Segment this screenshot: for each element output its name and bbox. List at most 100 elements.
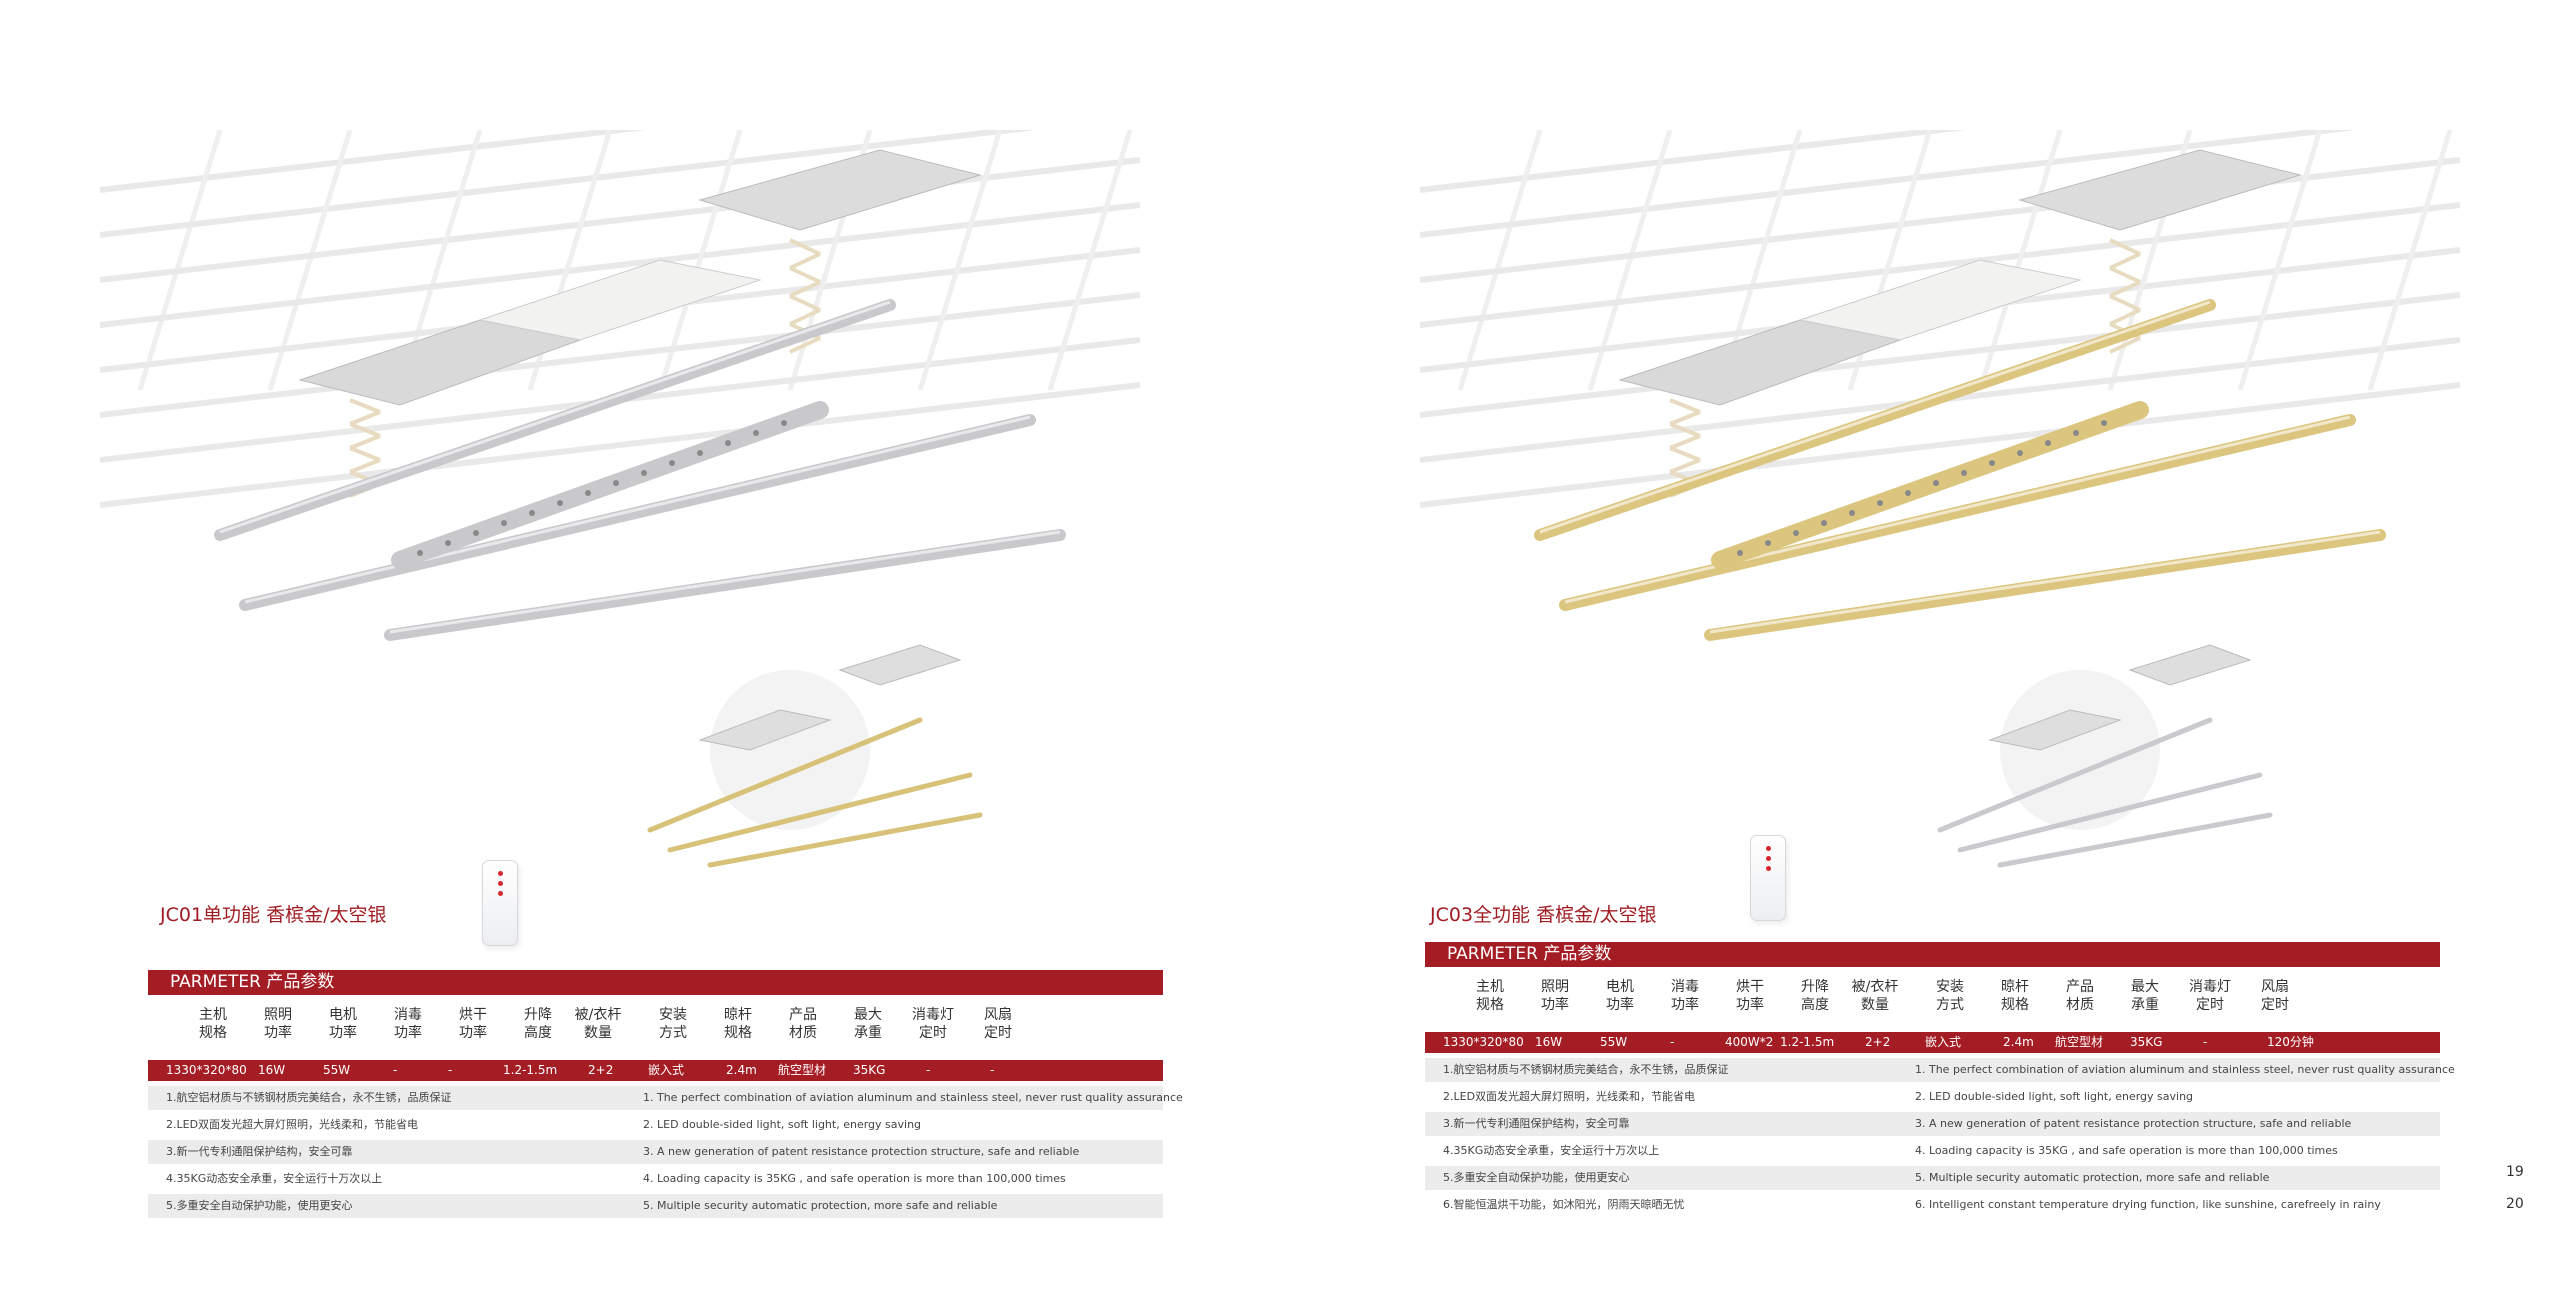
product-photo-main: [100, 130, 1140, 650]
parameter-header: 烘干 功率: [1736, 979, 1764, 1013]
feature-text-en: 1. The perfect combination of aviation a…: [643, 1091, 1183, 1104]
parameter-header: 消毒灯 定时: [2189, 979, 2231, 1013]
page-right: JC03全功能 香槟金/太空银 PARMETER 产品参数 主机 规格 照明 功率…: [1280, 0, 2560, 1296]
feature-text-zh: 5.多重安全自动保护功能，使用更安心: [166, 1199, 353, 1212]
feature-text-en: 3. A new generation of patent resistance…: [643, 1145, 1080, 1158]
feature-text-en: 2. LED double-sided light, soft light, e…: [643, 1118, 922, 1131]
parameter-headers: 主机 规格 照明 功率 电机 功率 消毒 功率 烘干 功率 升降 高度被/衣杆 数量 安装 …: [1425, 978, 2440, 1018]
feature-row: 4.35KG动态安全承重，安全运行十万次以上 4. Loading capacit…: [1425, 1139, 2440, 1163]
parameter-header: 最大 承重: [854, 1007, 882, 1041]
feature-text-en: 4. Loading capacity is 35KG , and safe o…: [643, 1172, 1066, 1185]
feature-text-en: 6. Intelligent constant temperature dryi…: [1915, 1198, 2381, 1211]
product-photo-inset: [630, 640, 1010, 870]
parameter-value: 55W: [323, 1063, 351, 1077]
parameter-header: 照明 功率: [1541, 979, 1569, 1013]
parameter-value: 16W: [1535, 1035, 1563, 1049]
feature-text-en: 5. Multiple security automatic protectio…: [1915, 1171, 2270, 1184]
parameter-header: 电机 功率: [1606, 979, 1634, 1013]
parameter-values: 1330*320*80 16W 55W - 400W*2 1.2-1.5m 2+2 嵌入式 2.…: [1425, 1032, 2440, 1053]
parameter-value: -: [2203, 1035, 2208, 1049]
parameter-header: 烘干 功率: [459, 1007, 487, 1041]
feature-text-zh: 4.35KG动态安全承重，安全运行十万次以上: [1443, 1144, 1660, 1157]
parameter-header: 安装 方式: [659, 1007, 687, 1041]
parameter-value: 2.4m: [726, 1063, 757, 1077]
feature-text-en: 1. The perfect combination of aviation a…: [1915, 1063, 2455, 1076]
parameter-value: 航空型材: [2055, 1035, 2104, 1049]
parameter-header: 最大 承重: [2131, 979, 2159, 1013]
parameter-value: -: [448, 1063, 453, 1077]
feature-text-zh: 6.智能恒温烘干功能，如沐阳光，阴雨天晾晒无忧: [1443, 1198, 1685, 1211]
parameter-header: 被/衣杆 数量: [574, 1007, 622, 1041]
page-left: JC01单功能 香槟金/太空银 PARMETER 产品参数 主机 规格 照明 功率…: [100, 130, 1183, 1218]
parameter-value: 2+2: [1865, 1035, 1891, 1049]
feature-text-en: 2. LED double-sided light, soft light, e…: [1915, 1090, 2194, 1103]
parameter-value: -: [990, 1063, 995, 1077]
parameter-value: 16W: [258, 1063, 286, 1077]
parameter-value: 35KG: [853, 1063, 886, 1077]
parameter-value: 120分钟: [2267, 1035, 2314, 1049]
feature-row: 1.航空铝材质与不锈钢材质完美结合，永不生锈，品质保证 1. The perfec…: [148, 1086, 1183, 1110]
parameter-header: 安装 方式: [1936, 979, 1964, 1013]
page-number-second: 20: [2506, 1196, 2524, 1212]
parameter-header: 产品 材质: [2066, 979, 2094, 1013]
feature-text-zh: 1.航空铝材质与不锈钢材质完美结合，永不生锈，品质保证: [1443, 1063, 1729, 1076]
parameter-value: 400W*2: [1725, 1035, 1774, 1049]
parameter-values: 1330*320*80 16W 55W - - 1.2-1.5m 2+2 嵌入式 2.4m 航空型…: [148, 1060, 1163, 1081]
parameter-header: 晾杆 规格: [2001, 979, 2029, 1013]
parameter-header: 主机 规格: [1476, 979, 1504, 1013]
feature-row: 5.多重安全自动保护功能，使用更安心 5. Multiple security a…: [1425, 1166, 2440, 1190]
parameter-value: -: [1670, 1035, 1675, 1049]
parameter-header: 产品 材质: [789, 1007, 817, 1041]
feature-row: 2.LED双面发光超大屏灯照明，光线柔和，节能省电 2. LED double-s…: [1425, 1085, 2440, 1109]
parameter-value: 1.2-1.5m: [1780, 1035, 1835, 1049]
parameter-header: 晾杆 规格: [724, 1007, 752, 1041]
parameter-headers: 主机 规格 照明 功率 电机 功率 消毒 功率 烘干 功率 升降 高度被/衣杆 数量 安装 …: [148, 1006, 1163, 1046]
parameter-value: 嵌入式: [1925, 1035, 1962, 1049]
remote-control: [1750, 835, 1786, 921]
parameter-value: 嵌入式: [648, 1063, 685, 1077]
feature-text-zh: 2.LED双面发光超大屏灯照明，光线柔和，节能省电: [1443, 1090, 1696, 1103]
parameter-header: 消毒 功率: [1671, 979, 1699, 1013]
parameter-header: 消毒 功率: [394, 1007, 422, 1041]
parameter-header: 升降 高度: [1801, 979, 1829, 1013]
parameter-value: 1.2-1.5m: [503, 1063, 558, 1077]
parameter-header: 升降 高度: [524, 1007, 552, 1041]
feature-text-zh: 5.多重安全自动保护功能，使用更安心: [1443, 1171, 1630, 1184]
feature-row: 3.新一代专利通阻保护结构，安全可靠 3. A new generation of…: [1425, 1112, 2440, 1136]
parameter-header: 照明 功率: [264, 1007, 292, 1041]
parameter-value: 55W: [1600, 1035, 1628, 1049]
parameter-header: 被/衣杆 数量: [1851, 979, 1899, 1013]
parameter-value: 2+2: [588, 1063, 614, 1077]
parameter-value: 1330*320*80: [1443, 1035, 1524, 1049]
parameter-header: 风扇 定时: [984, 1007, 1012, 1041]
feature-text-zh: 1.航空铝材质与不锈钢材质完美结合，永不生锈，品质保证: [166, 1091, 452, 1104]
feature-text-zh: 4.35KG动态安全承重，安全运行十万次以上: [166, 1172, 383, 1185]
feature-row: 1.航空铝材质与不锈钢材质完美结合，永不生锈，品质保证 1. The perfec…: [1425, 1058, 2455, 1082]
feature-text-en: 3. A new generation of patent resistance…: [1915, 1117, 2352, 1130]
parameter-bar: PARMETER 产品参数: [148, 970, 1163, 995]
feature-row: 3.新一代专利通阻保护结构，安全可靠 3. A new generation of…: [148, 1140, 1163, 1164]
parameter-bar: PARMETER 产品参数: [1425, 942, 2440, 967]
feature-text-zh: 3.新一代专利通阻保护结构，安全可靠: [1443, 1117, 1630, 1130]
product-photo-main: [1420, 130, 2460, 650]
parameter-header: 电机 功率: [329, 1007, 357, 1041]
parameter-header: 消毒灯 定时: [912, 1007, 954, 1041]
product-photo-inset: [1920, 640, 2300, 870]
parameter-value: 35KG: [2130, 1035, 2163, 1049]
feature-text-en: 4. Loading capacity is 35KG , and safe o…: [1915, 1144, 2338, 1157]
parameter-header: 风扇 定时: [2261, 979, 2289, 1013]
page-number-first: 19: [2506, 1164, 2524, 1180]
feature-row: 6.智能恒温烘干功能，如沐阳光，阴雨天晾晒无忧 6. Intelligent co…: [1425, 1193, 2440, 1217]
remote-control: [482, 860, 518, 946]
feature-text-zh: 3.新一代专利通阻保护结构，安全可靠: [166, 1145, 353, 1158]
parameter-value: 2.4m: [2003, 1035, 2034, 1049]
feature-row: 4.35KG动态安全承重，安全运行十万次以上 4. Loading capacit…: [148, 1167, 1163, 1191]
parameter-value: 1330*320*80: [166, 1063, 247, 1077]
parameter-header: 主机 规格: [199, 1007, 227, 1041]
model-title: JC03全功能 香槟金/太空银: [1430, 904, 1657, 926]
model-title: JC01单功能 香槟金/太空银: [160, 904, 387, 926]
parameter-value: 航空型材: [778, 1063, 827, 1077]
parameter-value: -: [393, 1063, 398, 1077]
feature-text-en: 5. Multiple security automatic protectio…: [643, 1199, 998, 1212]
